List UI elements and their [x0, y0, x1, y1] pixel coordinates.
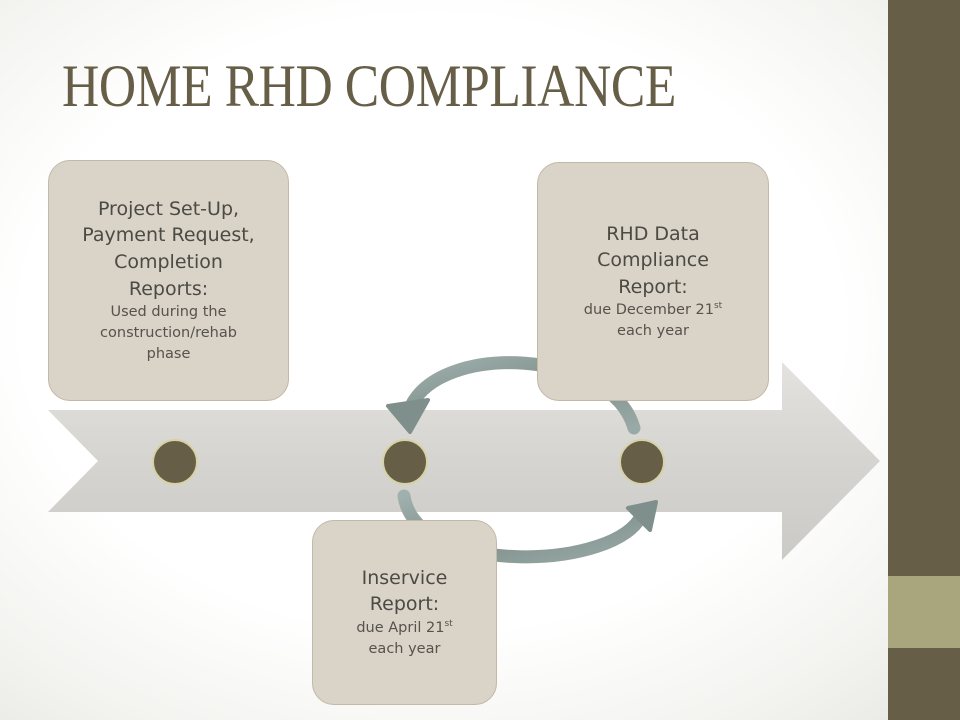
rhd-report-due-suffix: st — [713, 301, 723, 312]
timeline-arrow-icon — [48, 362, 880, 560]
timeline-node-inservice — [382, 439, 428, 485]
inservice-report-heading: Inservice Report: — [361, 566, 448, 616]
rhd-report-due-text: due December 21 — [583, 302, 714, 319]
rhd-report-subtext: due December 21st each year — [584, 300, 722, 342]
inservice-report-frequency: each year — [368, 641, 441, 658]
setup-reports-box: Project Set-Up, Payment Request, Complet… — [48, 160, 289, 401]
rhd-report-heading: RHD Data Compliance Report: — [597, 222, 709, 298]
inservice-report-due-suffix: st — [444, 619, 453, 630]
slide-title: HOME RHD COMPLIANCE — [62, 53, 676, 119]
timeline-node-rhd — [619, 439, 665, 485]
timeline-node-setup — [152, 439, 198, 485]
rhd-report-box: RHD Data Compliance Report: due December… — [537, 162, 769, 401]
inservice-report-due-text: due April 21 — [356, 620, 445, 637]
setup-reports-heading: Project Set-Up, Payment Request, Complet… — [82, 197, 255, 300]
inservice-report-subtext: due April 21st each year — [356, 618, 452, 660]
sidebar-accent-block — [888, 576, 960, 648]
setup-reports-subtext: Used during the construction/rehab phase — [100, 304, 237, 363]
rhd-report-frequency: each year — [617, 323, 689, 340]
inservice-report-box: Inservice Report: due April 21st each ye… — [312, 520, 497, 705]
